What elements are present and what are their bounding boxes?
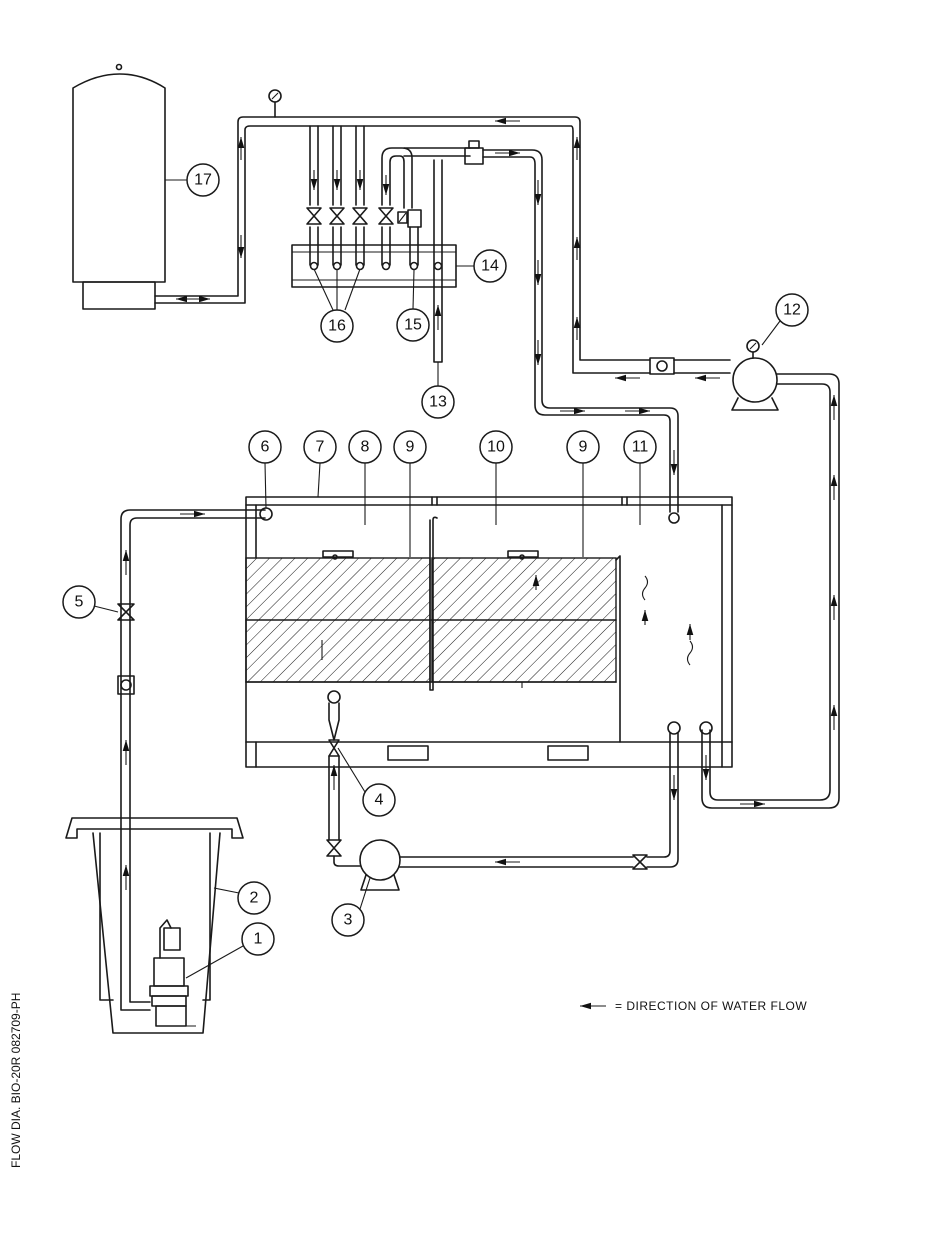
callout-11: 11 bbox=[624, 431, 656, 525]
svg-text:14: 14 bbox=[481, 258, 499, 275]
check-valve-top bbox=[650, 358, 730, 378]
svg-text:16: 16 bbox=[328, 318, 346, 335]
sump-pump bbox=[150, 920, 196, 1026]
svg-text:13: 13 bbox=[429, 394, 447, 411]
legend-text: = DIRECTION OF WATER FLOW bbox=[615, 999, 807, 1013]
callout-9b: 9 bbox=[567, 431, 599, 557]
svg-text:4: 4 bbox=[375, 792, 384, 809]
svg-text:8: 8 bbox=[361, 439, 370, 456]
callout-7: 7 bbox=[304, 431, 336, 497]
svg-text:6: 6 bbox=[261, 439, 270, 456]
vent-tube bbox=[434, 160, 442, 362]
callout-15: 15 bbox=[397, 270, 429, 341]
callout-10: 10 bbox=[480, 431, 512, 525]
svg-text:17: 17 bbox=[194, 172, 212, 189]
callout-13: 13 bbox=[422, 362, 454, 418]
svg-text:15: 15 bbox=[404, 317, 422, 334]
pressure-tank bbox=[73, 65, 165, 310]
manifold-drops bbox=[292, 126, 470, 310]
sump-basin bbox=[66, 818, 243, 1033]
svg-text:12: 12 bbox=[783, 302, 801, 319]
callout-12: 12 bbox=[762, 294, 808, 345]
svg-text:9: 9 bbox=[579, 439, 588, 456]
callout-14: 14 bbox=[456, 250, 506, 282]
callout-4: 4 bbox=[338, 748, 395, 816]
drawing-id-caption: FLOW DIA. BIO-20R 082709-PH bbox=[9, 993, 23, 1168]
svg-text:7: 7 bbox=[316, 439, 325, 456]
svg-text:3: 3 bbox=[344, 912, 353, 929]
svg-text:9: 9 bbox=[406, 439, 415, 456]
callout-1: 1 bbox=[186, 923, 274, 978]
callout-9a: 9 bbox=[394, 431, 426, 557]
bio-tank bbox=[246, 497, 732, 767]
callout-17: 17 bbox=[165, 164, 219, 196]
callout-8: 8 bbox=[349, 431, 381, 525]
callout-16: 16 bbox=[321, 310, 353, 342]
svg-text:5: 5 bbox=[75, 594, 84, 611]
svg-text:10: 10 bbox=[487, 439, 505, 456]
return-pipe bbox=[465, 141, 679, 523]
svg-text:11: 11 bbox=[632, 439, 649, 456]
callout-5: 5 bbox=[63, 586, 118, 618]
flow-legend: = DIRECTION OF WATER FLOW bbox=[580, 999, 807, 1013]
callout-2: 2 bbox=[214, 882, 270, 914]
svg-text:1: 1 bbox=[254, 931, 263, 948]
callout-3: 3 bbox=[332, 878, 370, 936]
svg-text:2: 2 bbox=[250, 890, 259, 907]
